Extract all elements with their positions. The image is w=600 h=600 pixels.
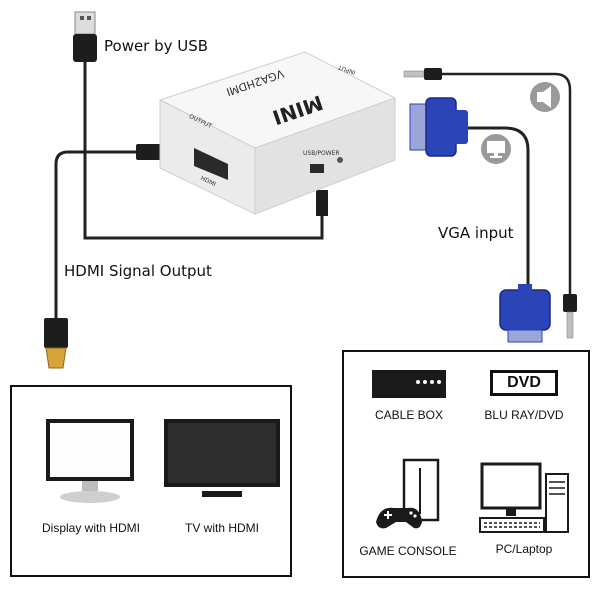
audio-jack-bottom-icon <box>563 294 577 339</box>
display-with-hdmi-caption: Display with HDMI <box>41 521 140 535</box>
vga-cable <box>465 126 530 292</box>
game-console-icon <box>376 458 440 529</box>
hdmi-plug-bottom-icon <box>44 318 68 369</box>
cable-box-icon <box>372 370 446 398</box>
vga-plug-top-icon <box>409 97 468 157</box>
cable-box-caption: CABLE BOX <box>374 408 444 422</box>
converter-device <box>158 51 397 215</box>
device-usb-power-label: USB/POWER <box>303 150 340 157</box>
hdmi-output-label: HDMI Signal Output <box>64 262 212 280</box>
hdmi-cable <box>54 150 140 320</box>
tv-icon <box>164 419 280 497</box>
monitor-bubble-icon <box>481 134 511 164</box>
output-devices-panel: Display with HDMI TV with HDMI <box>10 385 292 577</box>
dvd-icon: DVD <box>490 370 558 396</box>
pc-icon <box>479 462 569 533</box>
blu-ray-dvd-caption: BLU RAY/DVD <box>484 408 564 422</box>
input-devices-panel: DVD CABLE BOX BLU RAY/DVD GAME CONSOLE P… <box>342 350 590 578</box>
usb-plug-icon <box>73 11 97 62</box>
game-console-caption: GAME CONSOLE <box>359 544 457 558</box>
mini-usb-plug-icon <box>316 190 328 216</box>
monitor-icon <box>46 419 134 503</box>
dvd-badge-text: DVD <box>507 374 541 391</box>
audio-jack-top-icon <box>403 68 442 80</box>
pc-laptop-caption: PC/Laptop <box>495 542 553 556</box>
usb-power-cable <box>83 60 324 240</box>
vga-input-label: VGA input <box>438 224 514 242</box>
speaker-icon <box>530 82 560 112</box>
tv-with-hdmi-caption: TV with HDMI <box>184 521 259 535</box>
power-by-usb-label: Power by USB <box>104 37 209 55</box>
vga-plug-bottom-icon <box>499 284 551 343</box>
audio-cable <box>440 72 572 296</box>
